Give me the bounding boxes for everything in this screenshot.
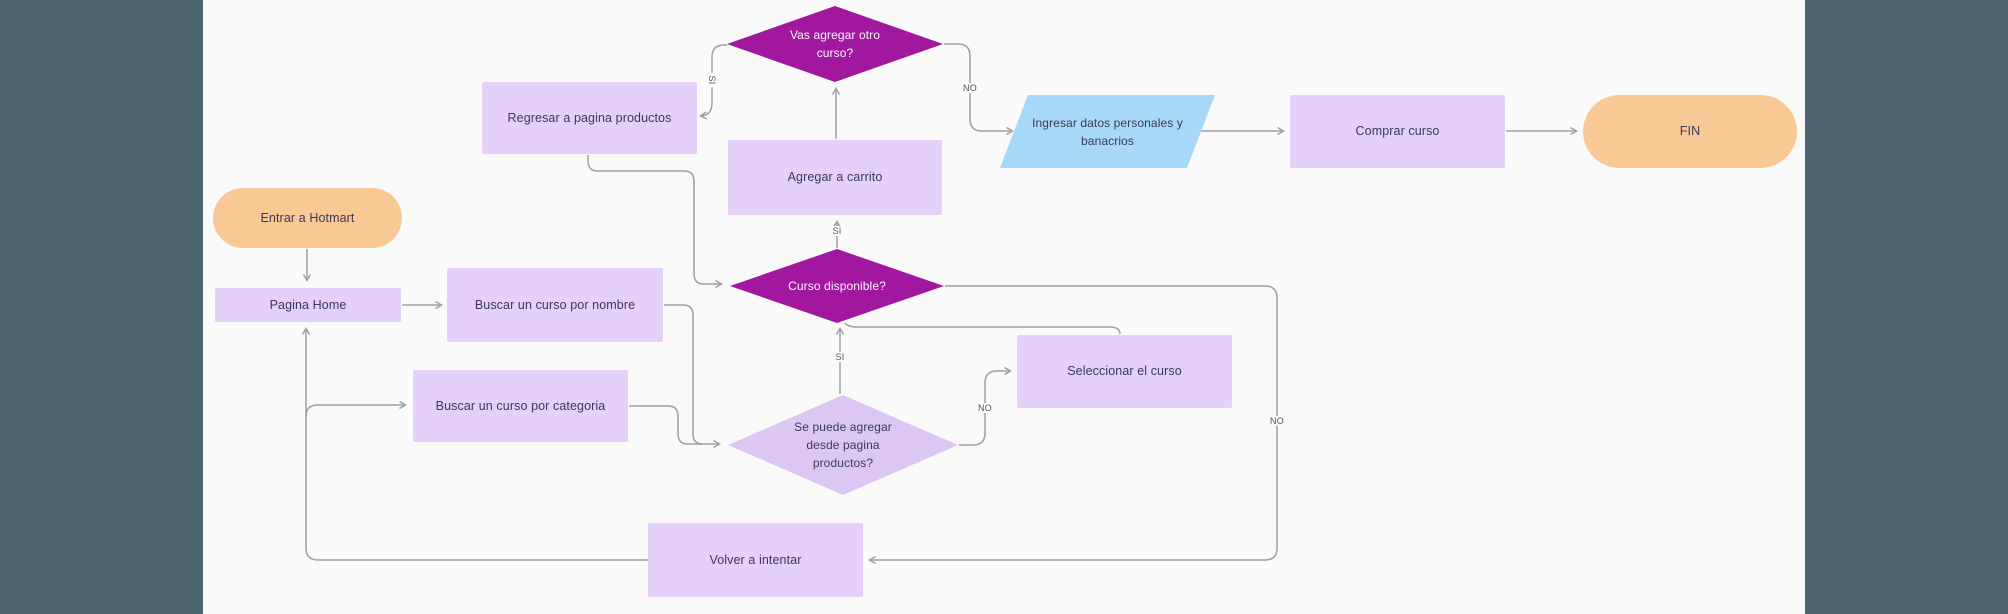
node-ingresar-datos[interactable]: Ingresar datos personales y banacrios bbox=[1000, 95, 1215, 168]
edge-buscar-categoria-to-se-puede[interactable] bbox=[629, 405, 702, 445]
node-seleccionar-el-curso[interactable]: Seleccionar el curso bbox=[1017, 335, 1232, 408]
edge-label-no-vas-agregar: NO bbox=[959, 83, 981, 93]
edge-seleccionar-to-curso-disponible[interactable] bbox=[844, 322, 1121, 335]
right-letterbox-panel bbox=[1805, 0, 2008, 614]
edge-home-to-buscar-categoria[interactable] bbox=[305, 400, 407, 417]
node-volver-a-intentar[interactable]: Volver a intentar bbox=[648, 523, 863, 597]
node-pagina-home[interactable]: Pagina Home bbox=[215, 288, 401, 322]
edge-buscar-nombre-to-se-puede[interactable] bbox=[664, 304, 721, 449]
node-label: Agregar a carrito bbox=[787, 170, 883, 185]
node-buscar-curso-por-categoria[interactable]: Buscar un curso por categoria bbox=[413, 370, 628, 442]
node-regresar-a-pagina-productos[interactable]: Regresar a pagina productos bbox=[482, 82, 697, 154]
node-label: Se puede agregar desde pagina productos? bbox=[794, 420, 892, 470]
edge-label-no-curso-disponible: NO bbox=[1266, 416, 1288, 426]
node-label: Curso disponible? bbox=[788, 279, 886, 293]
edge-label-no-se-puede: NO bbox=[974, 403, 996, 413]
edge-label-si-curso-disponible: SI bbox=[829, 226, 845, 236]
node-label: Entrar a Hotmart bbox=[260, 210, 355, 225]
node-label: Volver a intentar bbox=[709, 552, 802, 567]
node-label: Comprar curso bbox=[1355, 124, 1440, 139]
node-label: Buscar un curso por nombre bbox=[474, 297, 636, 312]
edge-vas-agregar-si-to-regresar[interactable] bbox=[699, 44, 727, 120]
node-label: Regresar a pagina productos bbox=[507, 110, 672, 125]
node-agregar-a-carrito[interactable]: Agregar a carrito bbox=[728, 140, 942, 215]
edge-regresar-to-curso-disponible[interactable] bbox=[587, 155, 723, 289]
node-label: Ingresar datos personales y banacrios bbox=[1032, 115, 1183, 148]
edge-label-si-vas-agregar: SI bbox=[707, 72, 717, 88]
node-label: Buscar un curso por categoria bbox=[435, 398, 606, 413]
node-entrar-a-hotmart[interactable]: Entrar a Hotmart bbox=[213, 188, 402, 248]
left-letterbox-panel bbox=[0, 0, 203, 614]
node-buscar-curso-por-nombre[interactable]: Buscar un curso por nombre bbox=[447, 268, 663, 342]
node-label: Pagina Home bbox=[269, 297, 347, 312]
edge-volver-to-home[interactable] bbox=[301, 327, 648, 561]
edge-label-si-se-puede: SI bbox=[832, 352, 848, 362]
node-comprar-curso[interactable]: Comprar curso bbox=[1290, 95, 1505, 168]
node-label: Vas agregar otro curso? bbox=[789, 28, 881, 60]
node-label: FIN bbox=[1679, 124, 1701, 139]
node-fin[interactable]: FIN bbox=[1583, 95, 1797, 168]
node-label: Seleccionar el curso bbox=[1067, 364, 1182, 379]
